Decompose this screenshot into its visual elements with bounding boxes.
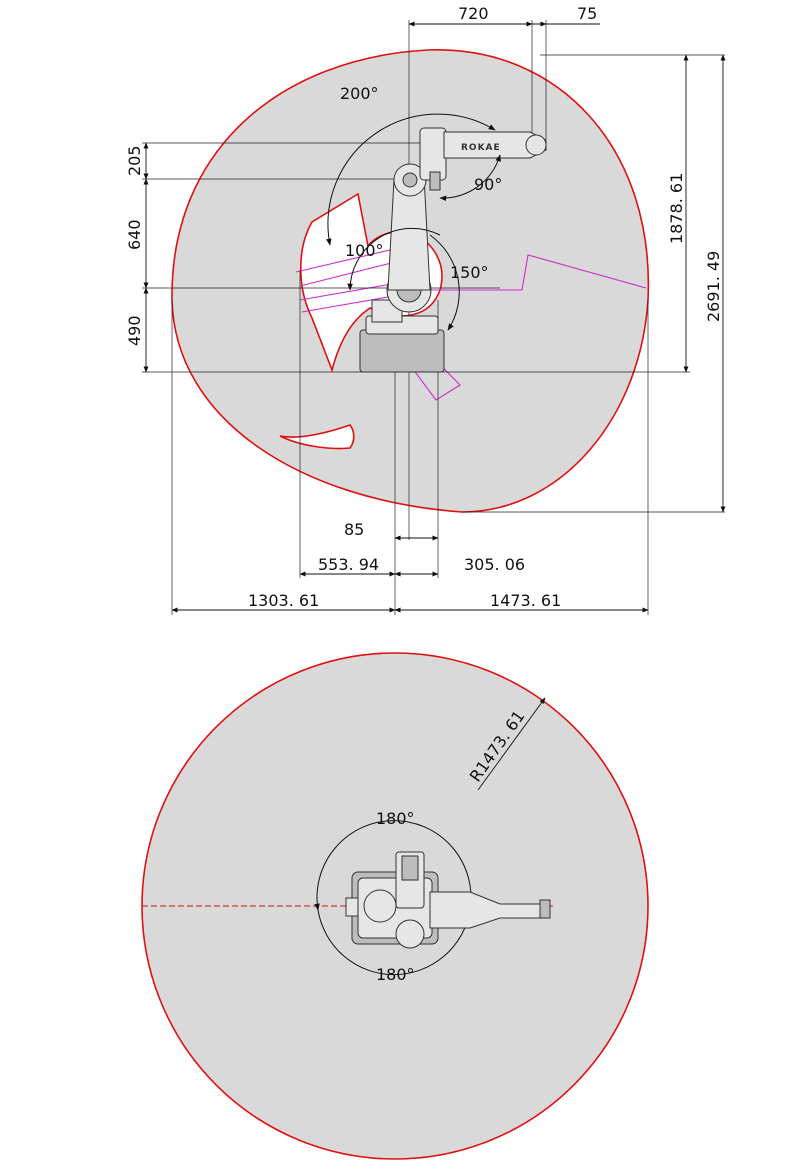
angle-150: 150° (450, 263, 489, 282)
angle-90: 90° (474, 175, 502, 194)
angle-100: 100° (345, 241, 384, 260)
extension-lines (142, 20, 725, 615)
dim-right-2691: 2691. 49 (704, 251, 723, 322)
dim-bottom-1473: 1473. 61 (490, 591, 561, 610)
dimension-lines-side (143, 21, 726, 613)
dim-bottom-553: 553. 94 (318, 555, 379, 574)
radius-arrow (477, 697, 546, 791)
dim-bottom-305: 305. 06 (464, 555, 525, 574)
side-view: ROKAE 720 75 205 640 (125, 4, 726, 615)
side-lower-notch (279, 424, 355, 450)
dim-left-490: 490 (125, 315, 144, 346)
angle-arcs-side (326, 113, 501, 331)
robot-brand-label: ROKAE (461, 143, 501, 153)
dim-right-1878: 1878. 61 (667, 173, 686, 244)
axis1-rotation-arc (314, 820, 474, 911)
dim-bottom-85: 85 (344, 520, 364, 539)
dim-left-640: 640 (125, 219, 144, 250)
dim-top-720: 720 (458, 4, 489, 23)
dim-left-205: 205 (125, 145, 144, 176)
dim-bottom-1303: 1303. 61 (248, 591, 319, 610)
angle-180-upper: 180° (376, 809, 415, 828)
robot-arm-top (345, 851, 551, 949)
axis1-rotation-arc-lower (317, 909, 471, 976)
angle-200: 200° (340, 84, 379, 103)
top-view: R1473. 61 180° 180° (141, 652, 649, 1160)
dim-top-75: 75 (577, 4, 597, 23)
angle-180-lower: 180° (376, 965, 415, 984)
